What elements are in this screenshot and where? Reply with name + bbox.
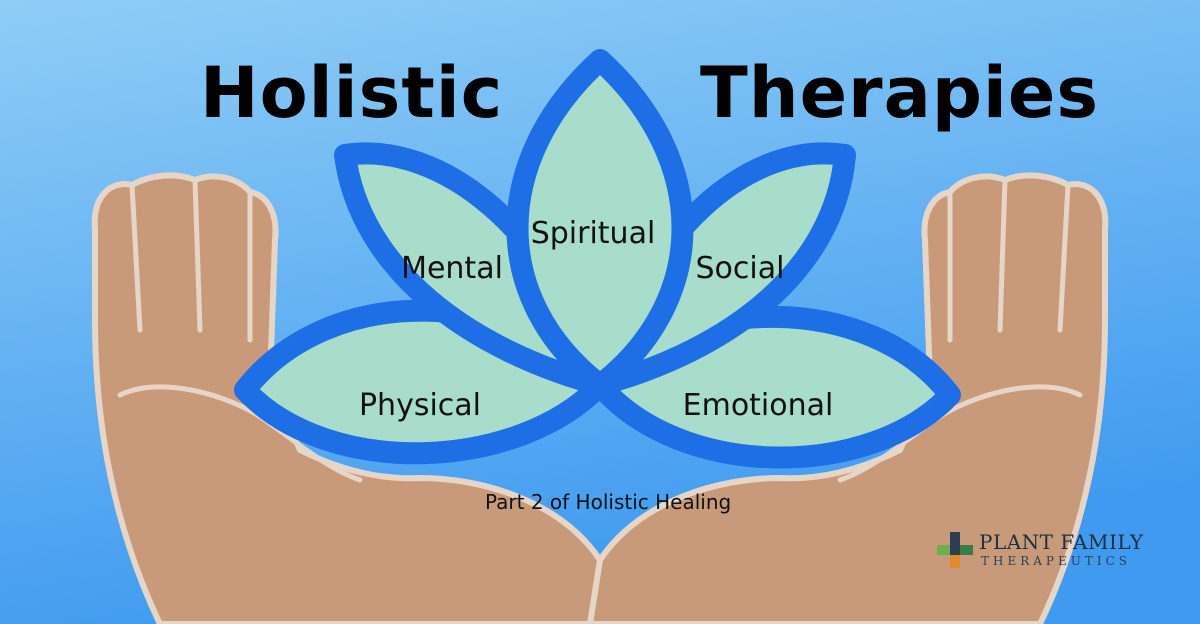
subtitle: Part 2 of Holistic Healing: [485, 490, 732, 514]
logo-text-line2: THERAPEUTICS: [981, 554, 1132, 568]
petal-label-physical: Physical: [359, 388, 481, 423]
petal-spiritual: [506, 49, 694, 396]
right-hand: [587, 172, 1109, 624]
title-holistic: Holistic: [200, 52, 504, 134]
petal-label-emotional: Emotional: [683, 388, 834, 423]
logo-text-line1: PLANT FAMILY: [979, 530, 1144, 554]
petal-label-mental: Mental: [401, 251, 503, 286]
lotus: Spiritual Mental Social Physical Emotion…: [234, 49, 961, 469]
title-therapies: Therapies: [700, 52, 1100, 134]
plus-cross-icon: [937, 532, 973, 568]
petal-label-social: Social: [696, 251, 785, 286]
plant-family-logo: PLANT FAMILY THERAPEUTICS: [935, 530, 1143, 570]
petal-label-spiritual: Spiritual: [531, 216, 656, 251]
